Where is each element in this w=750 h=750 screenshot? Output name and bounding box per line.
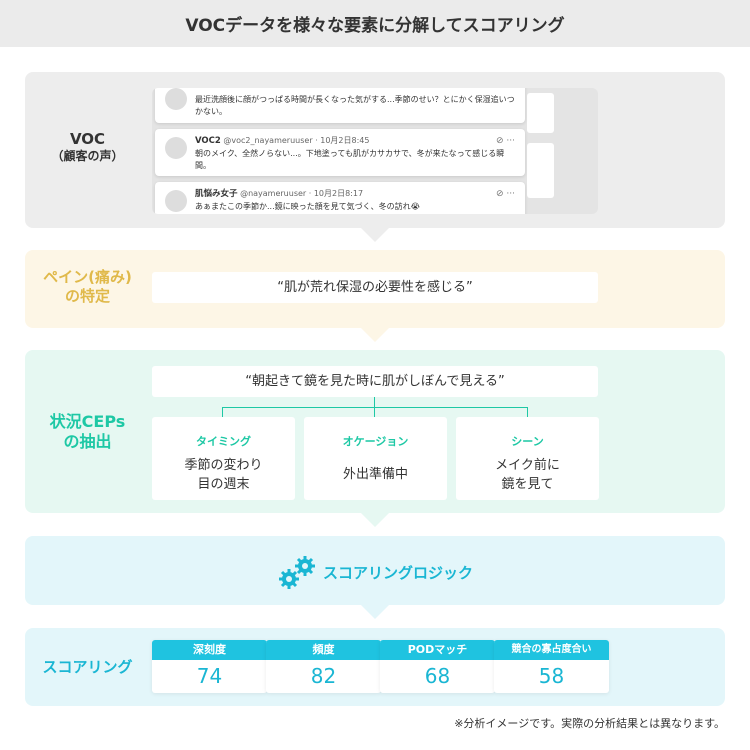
avatar (165, 88, 187, 110)
cep-card-value: 季節の変わり目の週末 (152, 455, 295, 495)
score-value: 82 (310, 664, 337, 688)
voc-label: VOC （顧客の声） (25, 130, 150, 164)
voc-label-line1: VOC (69, 130, 106, 148)
logic-label: スコアリングロジック (322, 563, 473, 582)
footnote: ※分析イメージです。実際の分析結果とは異なります。 (454, 717, 725, 730)
score-key: PODマッチ (380, 640, 495, 660)
pain-label-line1: ペイン(痛み) (43, 268, 132, 286)
cep-card-value-text: メイク前に鏡を見て (495, 457, 560, 493)
pain-label-line2: の特定 (64, 286, 110, 305)
down-arrow (361, 513, 389, 527)
tweet-feed[interactable]: 最近洗顔後に顔がつっぱる時間が長くなった気がする...季節のせい？とにかく保湿追… (152, 88, 598, 214)
tweet-text: あぁまたこの季節か...鏡に映った顔を見て気づく、冬の訪れ😭 (195, 201, 420, 211)
cep-card-scene: シーン メイク前に鏡を見て (456, 417, 599, 500)
score-value: 74 (196, 664, 223, 688)
score-card: 頻度 82 (266, 640, 381, 693)
pain-section: ペイン(痛み) の特定 “肌が荒れ保湿の必要性を感じる” (25, 250, 725, 342)
score-value: 68 (424, 664, 451, 688)
ceps-label-line2: の抽出 (63, 432, 112, 451)
score-key: 深刻度 (152, 640, 267, 660)
cep-card-value: 外出準備中 (304, 455, 447, 495)
voc-label-line2: （顧客の声） (51, 148, 124, 163)
cep-card-value-text: 外出準備中 (342, 467, 408, 483)
pain-label: ペイン(痛み) の特定 (25, 268, 150, 306)
cep-card-value: メイク前に鏡を見て (456, 455, 599, 495)
tweet-text: 最近洗顔後に顔がつっぱる時間が長くなった気がする...季節のせい？とにかく保湿追… (195, 95, 515, 116)
connector-lines (222, 397, 528, 417)
tweet-card[interactable]: 肌悩み女子 @nayameruuser · 10月2日8:17 ⊘ ··· あぁ… (155, 182, 525, 214)
cep-card-occasion: オケージョン 外出準備中 (304, 417, 447, 500)
tweet-card[interactable]: VOC2 @voc2_nayameruuser · 10月2日8:45 ⊘ ··… (155, 129, 525, 176)
scoring-label: スコアリング (42, 658, 133, 676)
tweet-card[interactable]: 最近洗顔後に顔がつっぱる時間が長くなった気がする...季節のせい？とにかく保湿追… (155, 88, 525, 123)
cep-card-key: オケージョン (342, 435, 409, 448)
logic-header: スコアリングロジック (25, 554, 725, 590)
pain-quote: “肌が荒れ保湿の必要性を感じる” (152, 272, 598, 303)
tweet-name: 肌悩み女子 (195, 189, 238, 199)
cep-card-timing: タイミング 季節の変わり目の週末 (152, 417, 295, 500)
cep-card-key: シーン (511, 435, 544, 448)
tweet-handle: @voc2_nayameruuser · 10月2日8:45 (223, 136, 370, 145)
tweet-handle: @nayameruuser · 10月2日8:17 (240, 189, 364, 198)
avatar (165, 137, 187, 159)
voc-section: VOC （顧客の声） 最近洗顔後に顔がつっぱる時間が長くなった気がする...季節… (25, 72, 725, 242)
score-key: 競合の寡占度合い (494, 640, 609, 660)
gears-icon (278, 556, 315, 589)
cep-card-key: タイミング (196, 435, 251, 448)
tweet-text: 朝のメイク、全然ノらない...。下地塗っても肌がカサカサで、冬が来たなって感じる… (195, 148, 505, 170)
score-value: 58 (538, 664, 565, 688)
more-icon[interactable]: ⊘ ··· (496, 189, 515, 199)
tweet-name: VOC2 (195, 136, 221, 146)
logic-section: スコアリングロジック (25, 536, 725, 619)
score-card: 競合の寡占度合い 58 (494, 640, 609, 693)
ceps-quote: “朝起きて鏡を見た時に肌がしぼんで見える” (152, 366, 598, 397)
ceps-section: 状況CEPs の抽出 “朝起きて鏡を見た時に肌がしぼんで見える” タイミング 季… (25, 350, 725, 527)
more-icon[interactable]: ⊘ ··· (496, 136, 515, 146)
cep-card-value-text: 季節の変わり目の週末 (184, 457, 263, 493)
scoring-section: スコアリング 深刻度 74 頻度 82 PODマッチ 68 競合の寡占度合い 58 (25, 628, 725, 706)
avatar (165, 190, 187, 212)
ceps-label: 状況CEPs の抽出 (25, 412, 150, 452)
score-card: 深刻度 74 (152, 640, 267, 693)
score-card: PODマッチ 68 (380, 640, 495, 693)
ceps-label-line1: 状況CEPs (49, 412, 126, 431)
down-arrow (361, 328, 389, 342)
down-arrow (361, 228, 389, 242)
down-arrow (361, 605, 389, 619)
score-key: 頻度 (266, 640, 381, 660)
page-title: VOCデータを様々な要素に分解してスコアリング (0, 0, 750, 47)
